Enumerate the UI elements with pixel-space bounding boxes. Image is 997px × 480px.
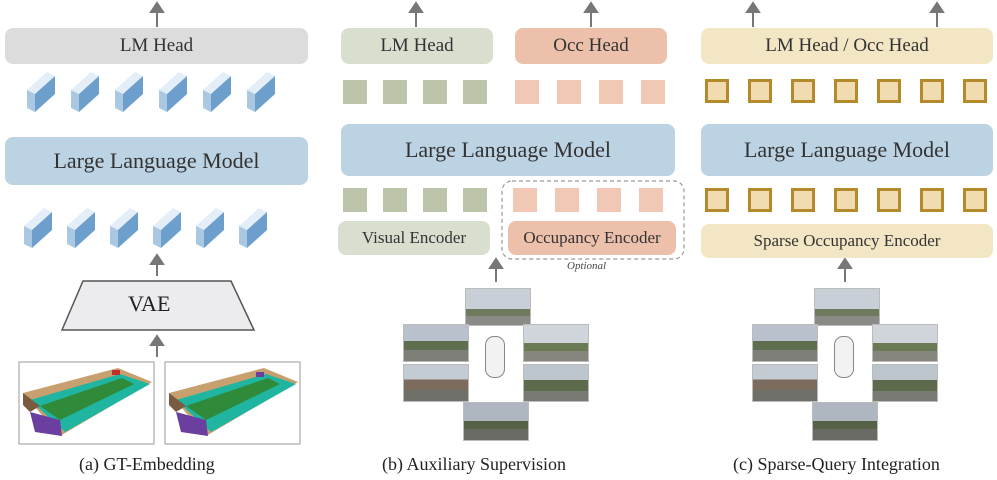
a-top-arrow	[149, 1, 165, 27]
c-output-query	[748, 79, 772, 103]
c-camera-front-left	[752, 324, 818, 362]
c-output-query	[791, 79, 815, 103]
c-camera-front	[814, 288, 880, 326]
b-optional-dashed-frame	[501, 180, 685, 260]
b-text-token	[463, 80, 487, 104]
b-occupancy-token	[597, 188, 621, 212]
b-occ-token	[641, 80, 665, 104]
a-lm-head-label: LM Head	[119, 35, 194, 56]
c-camera-arrow	[837, 257, 853, 282]
c-llm: Large Language Model	[701, 124, 993, 176]
c-camera-back	[812, 402, 878, 441]
b-ego-car-icon	[485, 336, 505, 378]
a-vae-shape	[60, 280, 256, 331]
a-occupancy-image-2	[164, 361, 301, 445]
b-text-token	[423, 80, 447, 104]
c-input-query	[834, 188, 858, 212]
b-visual-token	[343, 188, 367, 212]
c-output-query	[834, 79, 858, 103]
b-camera-back	[463, 402, 529, 441]
b-occupancy-encoder-label: Occupancy Encoder	[523, 228, 661, 247]
b-camera-back-left	[403, 364, 469, 402]
b-visual-encoder: Visual Encoder	[338, 221, 490, 255]
b-text-token	[383, 80, 407, 104]
c-output-query	[920, 79, 944, 103]
b-top-arrow-left	[408, 1, 424, 27]
a-embed-bars-top	[27, 72, 275, 112]
c-head-label: LM Head / Occ Head	[765, 35, 929, 56]
a-llm: Large Language Model	[5, 137, 308, 185]
b-occ-head: Occ Head	[515, 28, 667, 64]
b-top-arrow-right	[583, 1, 599, 27]
b-occ-token	[599, 80, 623, 104]
b-camera-front	[465, 288, 531, 326]
b-visual-token	[383, 188, 407, 212]
b-camera-views	[403, 288, 589, 441]
b-occupancy-token	[555, 188, 579, 212]
b-visual-token	[423, 188, 447, 212]
b-llm-label: Large Language Model	[404, 137, 612, 162]
b-text-token	[343, 80, 367, 104]
a-embed-bars-bottom	[24, 208, 267, 248]
c-head: LM Head / Occ Head	[701, 28, 993, 64]
c-top-arrow-left	[745, 1, 761, 27]
c-output-query	[705, 79, 729, 103]
b-visual-encoder-label: Visual Encoder	[361, 228, 467, 247]
b-visual-token	[463, 188, 487, 212]
b-occ-token	[515, 80, 539, 104]
c-input-query	[920, 188, 944, 212]
b-camera-arrow	[488, 257, 504, 282]
b-occ-head-label: Occ Head	[553, 35, 629, 56]
a-vae-arrow	[149, 253, 165, 276]
b-camera-back-right	[523, 364, 589, 402]
b-occupancy-token	[639, 188, 663, 212]
c-output-query	[877, 79, 901, 103]
a-vae-label: VAE	[128, 291, 171, 316]
c-input-query	[877, 188, 901, 212]
a-llm-label: Large Language Model	[53, 148, 260, 173]
c-camera-back-left	[752, 364, 818, 402]
b-occ-token	[557, 80, 581, 104]
b-camera-front-left	[403, 324, 469, 362]
b-optional-label: Optional	[567, 260, 607, 272]
b-lm-head-label: LM Head	[380, 35, 454, 56]
c-ego-car-icon	[834, 336, 854, 378]
b-llm: Large Language Model	[341, 124, 675, 176]
b-lm-head: LM Head	[341, 28, 493, 64]
b-occupancy-token	[513, 188, 537, 212]
c-sparse-occupancy-encoder: Sparse Occupancy Encoder	[701, 224, 993, 258]
c-caption: (c) Sparse-Query Integration	[733, 454, 940, 474]
c-input-query	[791, 188, 815, 212]
c-camera-views	[752, 288, 938, 441]
c-camera-back-right	[872, 364, 938, 402]
a-input-arrow	[149, 334, 165, 357]
b-occupancy-encoder: Occupancy Encoder	[508, 221, 676, 255]
c-camera-front-right	[872, 324, 938, 362]
c-input-query	[963, 188, 987, 212]
c-llm-label: Large Language Model	[743, 137, 951, 162]
a-occupancy-image-1	[18, 361, 155, 445]
c-input-query	[748, 188, 772, 212]
c-top-arrow-right	[929, 1, 945, 27]
b-caption: (b) Auxiliary Supervision	[382, 454, 566, 474]
b-camera-front-right	[523, 324, 589, 362]
c-encoder-label: Sparse Occupancy Encoder	[753, 231, 941, 250]
c-output-query	[963, 79, 987, 103]
a-lm-head: LM Head	[5, 28, 308, 64]
a-caption: (a) GT-Embedding	[79, 454, 215, 474]
c-input-query	[705, 188, 729, 212]
